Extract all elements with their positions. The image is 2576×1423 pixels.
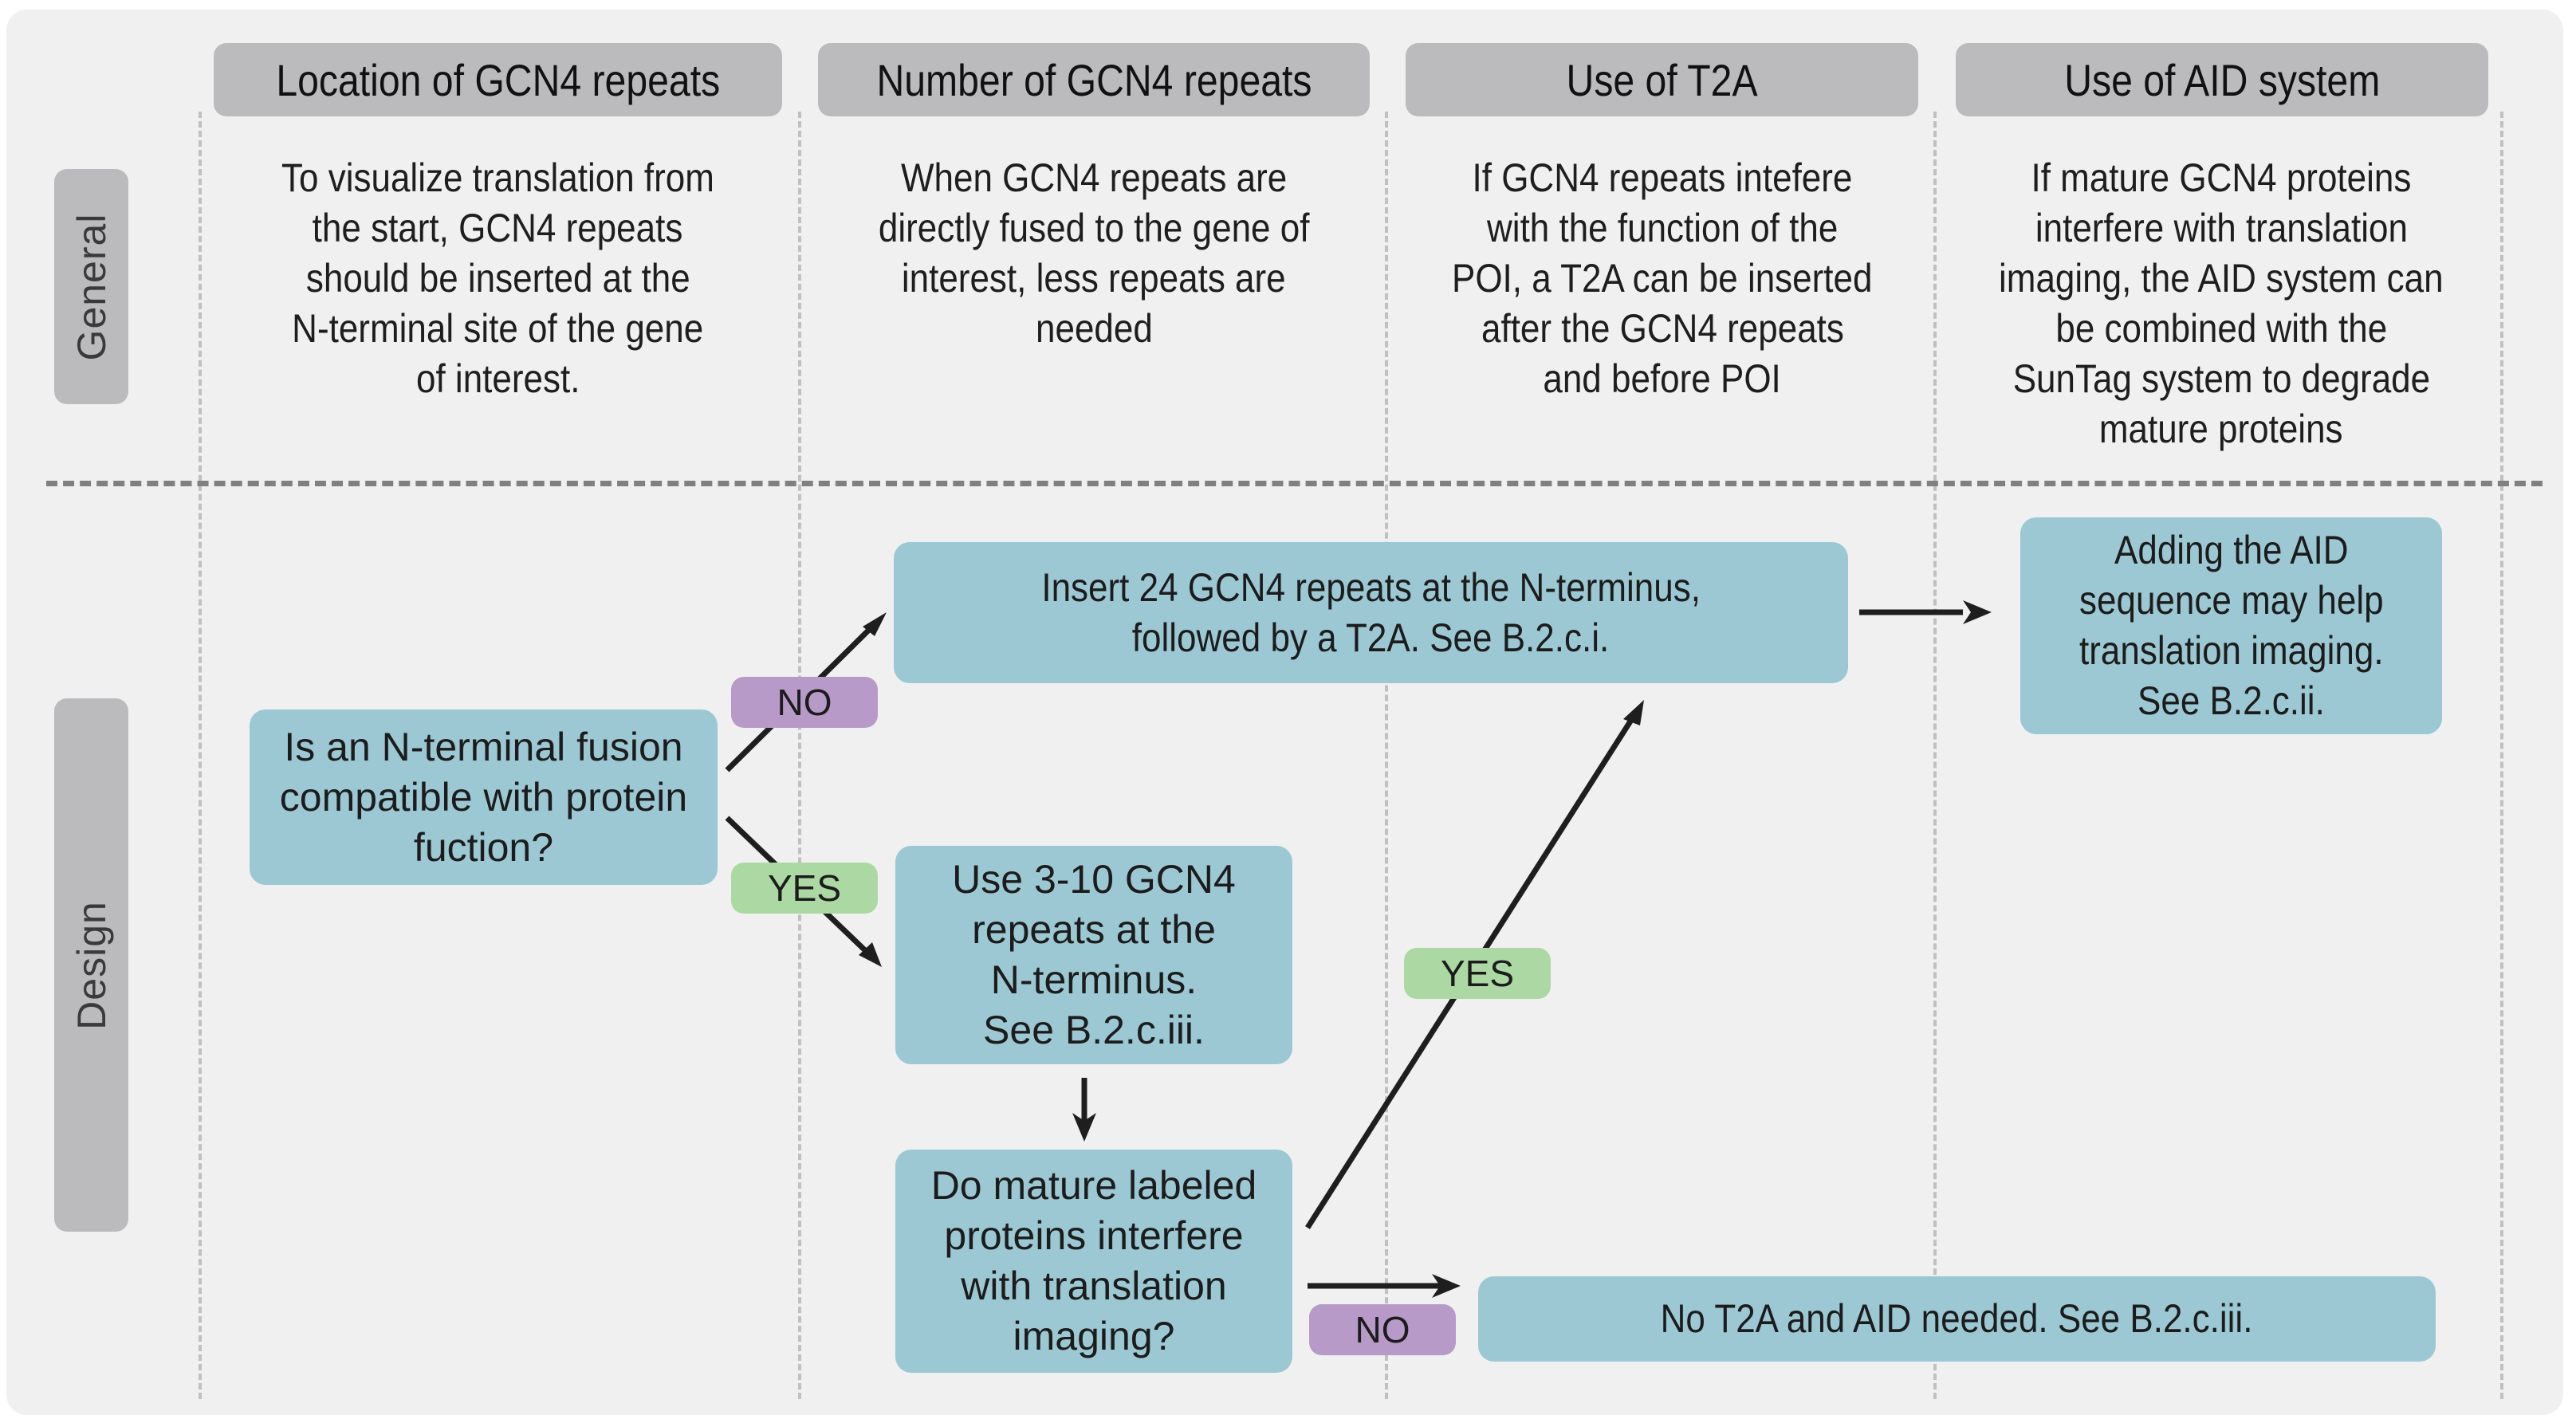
box-line: N-terminus. (990, 957, 1198, 1002)
box-line: proteins interfere (944, 1213, 1244, 1258)
question-box-mature-proteins: Do mature labeled proteins interfere wit… (895, 1150, 1292, 1373)
column-divider (798, 112, 801, 1399)
general-text-location: To visualize translation from the start,… (214, 153, 782, 404)
general-line: When GCN4 repeats are (900, 155, 1288, 200)
box-line: Insert 24 GCN4 repeats at the N-terminus… (1041, 564, 1701, 610)
box-line: No T2A and AID needed. See B.2.c.iii. (1661, 1296, 2253, 1341)
column-header-label: Number of GCN4 repeats (875, 54, 1312, 105)
general-line: directly fused to the gene of (878, 206, 1310, 250)
box-line: with translation (961, 1264, 1227, 1308)
general-line: If GCN4 repeats intefere (1472, 155, 1853, 200)
action-box-use-3-10: Use 3-10 GCN4 repeats at the N-terminus.… (895, 846, 1292, 1064)
general-line: of interest. (415, 356, 580, 401)
box-line: Do mature labeled (930, 1163, 1257, 1208)
general-line: To visualize translation from (281, 155, 714, 200)
column-divider (2500, 112, 2503, 1399)
general-line: needed (1035, 306, 1153, 351)
column-header-label: Use of T2A (1566, 54, 1758, 105)
box-line: Adding the AID (2114, 528, 2349, 572)
box-line: followed by a T2A. See B.2.c.i. (1132, 615, 1610, 660)
column-divider (1385, 112, 1388, 1399)
section-divider (46, 481, 2543, 486)
row-label-general: General (54, 169, 128, 404)
general-line: If mature GCN4 proteins (2031, 155, 2412, 200)
question-box-n-terminal: Is an N-terminal fusion compatible with … (250, 710, 718, 885)
general-line: imaging, the AID system can (1999, 256, 2444, 301)
general-line: interest, less repeats are (902, 256, 1286, 301)
row-label-text: General (69, 213, 114, 360)
general-line: with the function of the (1486, 206, 1839, 250)
box-line: translation imaging. (2078, 628, 2384, 673)
action-box-no-t2a-aid: No T2A and AID needed. See B.2.c.iii. (1478, 1276, 2436, 1362)
row-label-text: Design (69, 900, 114, 1030)
box-line: imaging? (1013, 1314, 1175, 1358)
general-line: SunTag system to degrade (2012, 356, 2430, 401)
box-line: compatible with protein (279, 774, 688, 820)
general-line: N-terminal site of the gene (292, 306, 704, 351)
general-text-number: When GCN4 repeats are directly fused to … (818, 153, 1370, 354)
tag-yes-mature: YES (1404, 948, 1551, 999)
general-line: be combined with the (2055, 306, 2387, 351)
column-divider (1933, 112, 1937, 1399)
general-line: and before POI (1543, 356, 1782, 401)
box-line: repeats at the (972, 907, 1216, 952)
column-header-aid: Use of AID system (1956, 43, 2488, 116)
action-box-add-aid: Adding the AID sequence may help transla… (2020, 517, 2442, 734)
tag-yes-n-terminal: YES (731, 863, 878, 914)
column-header-t2a: Use of T2A (1406, 43, 1918, 116)
general-line: should be inserted at the (305, 256, 690, 301)
box-line: fuction? (413, 824, 554, 870)
tag-no-mature: NO (1309, 1304, 1456, 1355)
column-header-label: Use of AID system (2063, 54, 2381, 105)
general-text-aid: If mature GCN4 proteins interfere with t… (1942, 153, 2500, 454)
general-text-t2a: If GCN4 repeats intefere with the functi… (1391, 153, 1933, 404)
column-header-number: Number of GCN4 repeats (818, 43, 1370, 116)
column-header-location: Location of GCN4 repeats (214, 43, 782, 116)
tag-no-n-terminal: NO (731, 677, 878, 728)
box-line: See B.2.c.iii. (983, 1008, 1205, 1052)
box-line: See B.2.c.ii. (2137, 678, 2325, 723)
row-label-design: Design (54, 698, 128, 1232)
box-line: Use 3-10 GCN4 (952, 857, 1236, 902)
general-line: mature proteins (2099, 407, 2343, 451)
column-header-label: Location of GCN4 repeats (276, 54, 720, 105)
action-box-insert-24: Insert 24 GCN4 repeats at the N-terminus… (894, 542, 1848, 683)
general-line: interfere with translation (2035, 206, 2408, 250)
box-line: sequence may help (2078, 578, 2384, 623)
general-line: after the GCN4 repeats (1481, 306, 1844, 351)
general-line: POI, a T2A can be inserted (1452, 256, 1873, 301)
column-divider (199, 112, 202, 1399)
box-line: Is an N-terminal fusion (284, 724, 683, 769)
general-line: the start, GCN4 repeats (313, 206, 683, 250)
